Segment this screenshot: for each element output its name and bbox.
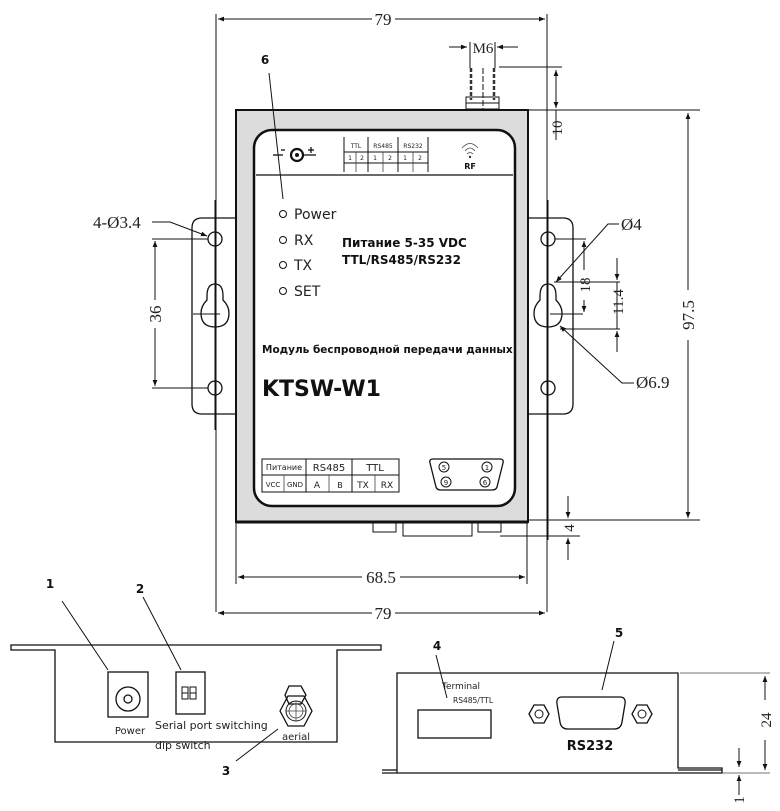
terminal-pin-b: B <box>337 481 343 490</box>
db9-pin-label: 6 <box>483 479 488 487</box>
rf-wifi-icon: RF <box>461 143 479 171</box>
dim-11-4: 11.4 <box>611 289 627 315</box>
db9-pin-label: 5 <box>442 464 446 472</box>
terminal-block <box>417 709 492 739</box>
side-view-right: Terminal RS485/TTL RS232 <box>382 672 723 774</box>
terminal-pin-rx: RX <box>381 481 393 491</box>
top-pin-table: TTL RS485 RS232 1 2 1 2 1 2 <box>343 137 429 172</box>
terminal-header-ttl: TTL <box>365 463 384 474</box>
dim-flange-thickness: 1 <box>732 748 748 804</box>
power-spec: Питание 5-35 VDC <box>342 236 467 250</box>
dim-side-height: 24 <box>680 672 775 774</box>
left-mount-ear <box>191 200 236 430</box>
callout-2: 2 <box>136 582 144 596</box>
rs232-label: RS232 <box>567 739 614 754</box>
hex-nut-left <box>528 704 550 724</box>
dim-10: 10 <box>550 121 566 136</box>
led-set-icon <box>279 287 287 295</box>
led-label-rx: RX <box>294 233 314 249</box>
dc-power-icon <box>273 147 316 163</box>
group-rs232: RS232 <box>403 143 423 150</box>
antenna-stub: M6 <box>449 41 518 110</box>
dim-overall-width-bottom: 79 <box>218 604 545 623</box>
led-label-tx: TX <box>293 258 313 274</box>
led-label-power: Power <box>294 207 337 223</box>
housing <box>235 109 529 524</box>
dim-bottom-offset: 4 <box>500 496 580 560</box>
side-view-left: Power Serial port switching dip switch a… <box>10 644 382 752</box>
dim-68-5: 68.5 <box>366 568 396 587</box>
dim-keyhole-large: Ø6.9 <box>559 325 670 392</box>
power-jack <box>107 671 149 718</box>
aerial-label: aerial <box>282 732 310 743</box>
callout-6: 6 <box>261 53 269 67</box>
dim-keyhole-small: Ø4 <box>555 215 642 283</box>
db9-pin-label: 1 <box>485 464 489 472</box>
led-rx-icon <box>279 236 287 244</box>
terminal-label: Terminal <box>441 682 480 692</box>
terminal-pin-tx: TX <box>356 481 369 491</box>
dip-label-line1: Serial port switching <box>155 719 268 732</box>
dim-overall-height: 97.5 <box>529 113 700 521</box>
dim-mount-holes: 4-Ø3.4 <box>93 213 208 237</box>
dim-4-d3-4: 4-Ø3.4 <box>93 213 141 232</box>
power-label: Power <box>115 726 146 737</box>
dim-keyhole-length: 11.4 <box>554 258 627 352</box>
pin-label: 2 <box>418 155 422 162</box>
aerial-hex-nut <box>279 695 313 727</box>
terminal-pin-table: Питание RS485 TTL VCC GND A B TX RX <box>261 458 400 493</box>
rf-label: RF <box>464 162 476 171</box>
terminal-header-power: Питание <box>266 463 302 472</box>
group-rs485: RS485 <box>373 143 393 150</box>
terminal-pin-gnd: GND <box>287 481 303 489</box>
dim-1: 1 <box>732 796 748 804</box>
led-label-set: SET <box>294 284 321 300</box>
dim-18: 18 <box>578 278 594 293</box>
callout-5: 5 <box>615 626 623 640</box>
bottom-connectors <box>372 521 502 537</box>
db9-port-icon: 5 1 9 6 <box>429 458 504 491</box>
dim-79-bottom: 79 <box>375 604 392 623</box>
dim-d6-9: Ø6.9 <box>636 373 670 392</box>
pin-label: 1 <box>403 155 407 162</box>
hex-nut-right <box>631 704 653 724</box>
db9-pin-label: 9 <box>444 479 448 487</box>
dim-m6: M6 <box>473 41 494 57</box>
callout-3: 3 <box>222 764 230 778</box>
device-description: Модуль беспроводной передачи данных <box>262 344 513 356</box>
dim-keyhole-offset: 18 <box>555 238 594 312</box>
led-tx-icon <box>279 261 287 269</box>
callout-4: 4 <box>433 639 441 653</box>
right-mount-ear <box>527 200 583 540</box>
pin-label: 1 <box>348 155 352 162</box>
led-power-icon <box>279 210 287 218</box>
dim-antenna-height: 10 <box>499 66 700 140</box>
dim-hole-spacing: 36 <box>146 238 208 389</box>
dim-d4: Ø4 <box>621 215 642 234</box>
terminal-header-rs485: RS485 <box>313 463 345 474</box>
dim-79-top: 79 <box>375 10 392 29</box>
callout-1: 1 <box>46 577 54 591</box>
terminal-pin-a: A <box>314 481 321 491</box>
dim-overall-width-top: 79 <box>215 10 548 612</box>
dim-24: 24 <box>759 712 775 728</box>
dim-4: 4 <box>562 524 578 532</box>
pin-label: 1 <box>373 155 377 162</box>
dip-switch <box>175 671 206 715</box>
dim-36: 36 <box>146 306 165 323</box>
group-ttl: TTL <box>350 143 362 150</box>
pin-label: 2 <box>360 155 364 162</box>
dim-body-width: 68.5 <box>235 522 528 587</box>
device-model: KTSW-W1 <box>262 377 381 402</box>
terminal-pin-vcc: VCC <box>266 481 281 489</box>
terminal-sub-label: RS485/TTL <box>453 696 494 705</box>
dip-label-line2: dip switch <box>155 739 211 752</box>
pin-label: 2 <box>388 155 392 162</box>
interfaces-spec: TTL/RS485/RS232 <box>342 253 461 267</box>
dim-97-5: 97.5 <box>679 300 698 330</box>
rs232-db9-connector <box>556 696 626 730</box>
led-indicators: Power RX TX SET <box>279 207 337 300</box>
